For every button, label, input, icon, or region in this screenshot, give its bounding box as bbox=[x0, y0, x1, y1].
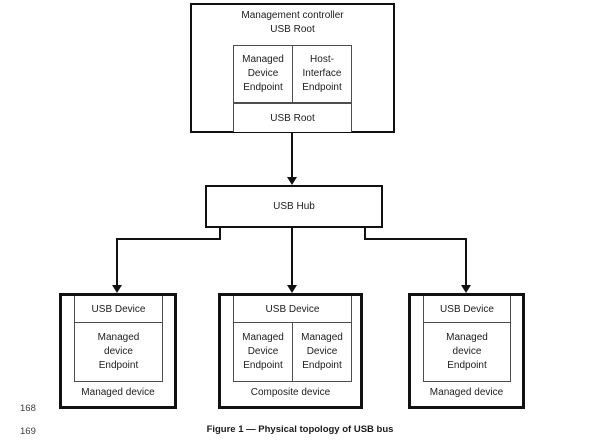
management-controller-title: Management controller USB Root bbox=[241, 10, 344, 35]
host-interface-endpoint: Host- Interface Endpoint bbox=[302, 54, 342, 93]
middle-device-inner-box: USB Device Managed Device Endpoint Manag… bbox=[233, 296, 352, 382]
connector-to-right-device bbox=[465, 238, 467, 285]
left-device-label: Managed device bbox=[81, 387, 155, 398]
arrow-head-middle-device bbox=[287, 285, 297, 293]
managed-device-endpoint: Managed Device Endpoint bbox=[242, 54, 284, 93]
connector-hub-stub-right bbox=[364, 226, 366, 240]
connector-to-left-device bbox=[116, 238, 118, 285]
node-usb-hub: USB Hub bbox=[205, 185, 383, 228]
middle-managed-device-endpoint-2: Managed Device Endpoint bbox=[301, 332, 343, 371]
right-managed-device-endpoint: Managed device Endpoint bbox=[446, 332, 488, 371]
usb-root-box: USB Root bbox=[233, 103, 352, 132]
usb-hub-label: USB Hub bbox=[273, 201, 315, 212]
arrow-head-left-device bbox=[112, 285, 122, 293]
left-managed-device-endpoint: Managed device Endpoint bbox=[97, 332, 140, 371]
right-usb-device-header: USB Device bbox=[424, 296, 510, 323]
line-number-168: 168 bbox=[20, 403, 36, 414]
figure-caption: Figure 1 — Physical topology of USB bus bbox=[206, 424, 394, 435]
node-management-controller: Management controller USB Root Managed D… bbox=[190, 3, 395, 133]
usb-root-label: USB Root bbox=[270, 112, 315, 124]
middle-usb-device-header: USB Device bbox=[234, 296, 351, 323]
node-composite-device: USB Device Managed Device Endpoint Manag… bbox=[218, 293, 363, 409]
node-managed-device-right: USB Device Managed device Endpoint Manag… bbox=[408, 293, 525, 409]
connector-hub-stub-left bbox=[219, 226, 221, 240]
connector-root-to-hub bbox=[291, 132, 293, 178]
root-endpoint-group: Managed Device Endpoint Host- Interface … bbox=[233, 45, 352, 103]
left-device-inner-box: USB Device Managed device Endpoint bbox=[74, 296, 163, 382]
right-device-inner-box: USB Device Managed device Endpoint bbox=[423, 296, 511, 382]
endpoint-divider bbox=[292, 323, 293, 381]
connector-hub-to-middle-device bbox=[291, 226, 293, 285]
node-managed-device-left: USB Device Managed device Endpoint Manag… bbox=[59, 293, 177, 409]
middle-device-label: Composite device bbox=[250, 387, 331, 398]
right-device-label: Managed device bbox=[429, 387, 504, 398]
endpoint-divider bbox=[292, 46, 293, 102]
middle-managed-device-endpoint-1: Managed Device Endpoint bbox=[242, 332, 284, 371]
connector-horizontal-right bbox=[364, 238, 467, 240]
arrow-head-right-device bbox=[461, 285, 471, 293]
connector-horizontal-left bbox=[116, 238, 221, 240]
line-number-169: 169 bbox=[20, 426, 36, 437]
arrow-head-hub bbox=[287, 177, 297, 185]
left-usb-device-header: USB Device bbox=[75, 296, 162, 323]
